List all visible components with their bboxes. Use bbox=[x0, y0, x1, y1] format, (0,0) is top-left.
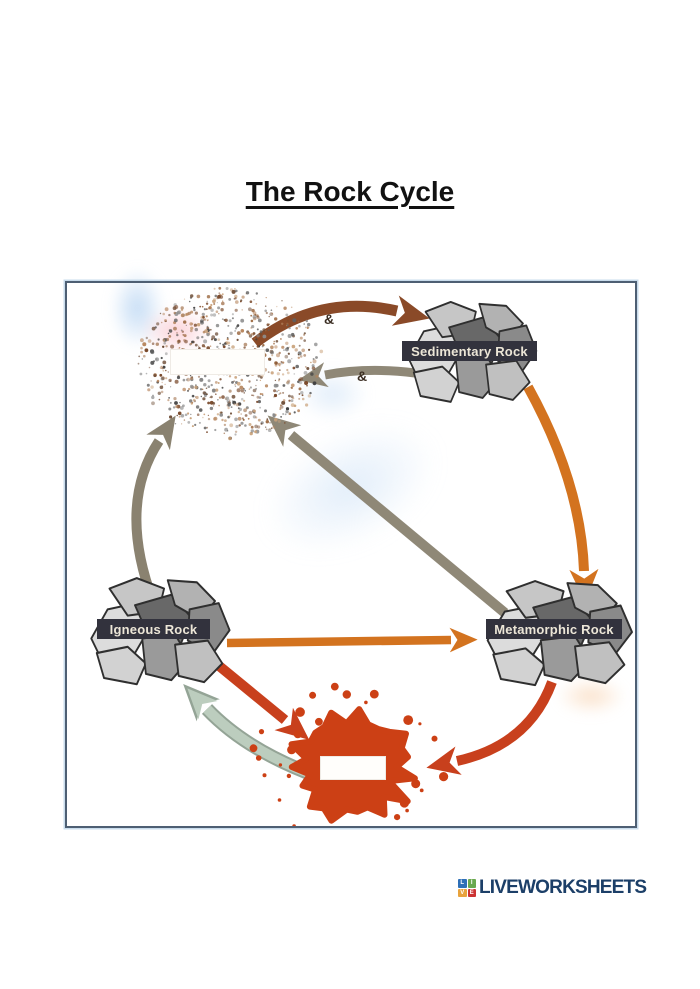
metamorphic-label: Metamorphic Rock bbox=[494, 622, 614, 637]
diagram-frame: Sedimentary Rock Igneous Rock Metamorphi… bbox=[65, 281, 637, 828]
logo-square-v: V bbox=[458, 888, 467, 897]
arrow-sediment-to-sedimentary bbox=[251, 295, 430, 348]
igneous-label-band bbox=[97, 619, 210, 639]
magma-answer-input[interactable] bbox=[320, 756, 386, 780]
liveworksheets-logo: L I V E LIVEWORKSHEETS bbox=[458, 877, 647, 899]
metamorphic-label-band bbox=[486, 619, 622, 639]
igneous-label: Igneous Rock bbox=[110, 622, 198, 637]
arrow-metamorphic-to-magma bbox=[426, 680, 557, 775]
arrow-sedimentary-to-sediment bbox=[298, 362, 416, 388]
page-title: The Rock Cycle bbox=[245, 175, 455, 207]
arrow-igneous-to-sediment bbox=[131, 415, 176, 603]
arrow-sedimentary-to-metamorphic bbox=[523, 384, 599, 603]
sedimentary-label-band bbox=[402, 341, 537, 361]
sediment-answer-input[interactable] bbox=[170, 349, 265, 375]
ampersand-bottom: & bbox=[357, 368, 367, 384]
liveworksheets-grid-icon: L I V E bbox=[458, 879, 476, 897]
ampersand-top: & bbox=[324, 311, 334, 327]
arrow-metamorphic-to-sediment bbox=[267, 415, 509, 617]
rock-cycle-diagram: Sedimentary Rock Igneous Rock Metamorphi… bbox=[90, 286, 634, 826]
logo-square-e: E bbox=[467, 888, 476, 897]
logo-square-l: L bbox=[458, 879, 467, 888]
sedimentary-label: Sedimentary Rock bbox=[411, 344, 528, 359]
liveworksheets-wordmark: LIVEWORKSHEETS bbox=[479, 877, 647, 898]
logo-square-i: I bbox=[467, 879, 476, 888]
arrow-igneous-to-metamorphic bbox=[226, 627, 478, 653]
